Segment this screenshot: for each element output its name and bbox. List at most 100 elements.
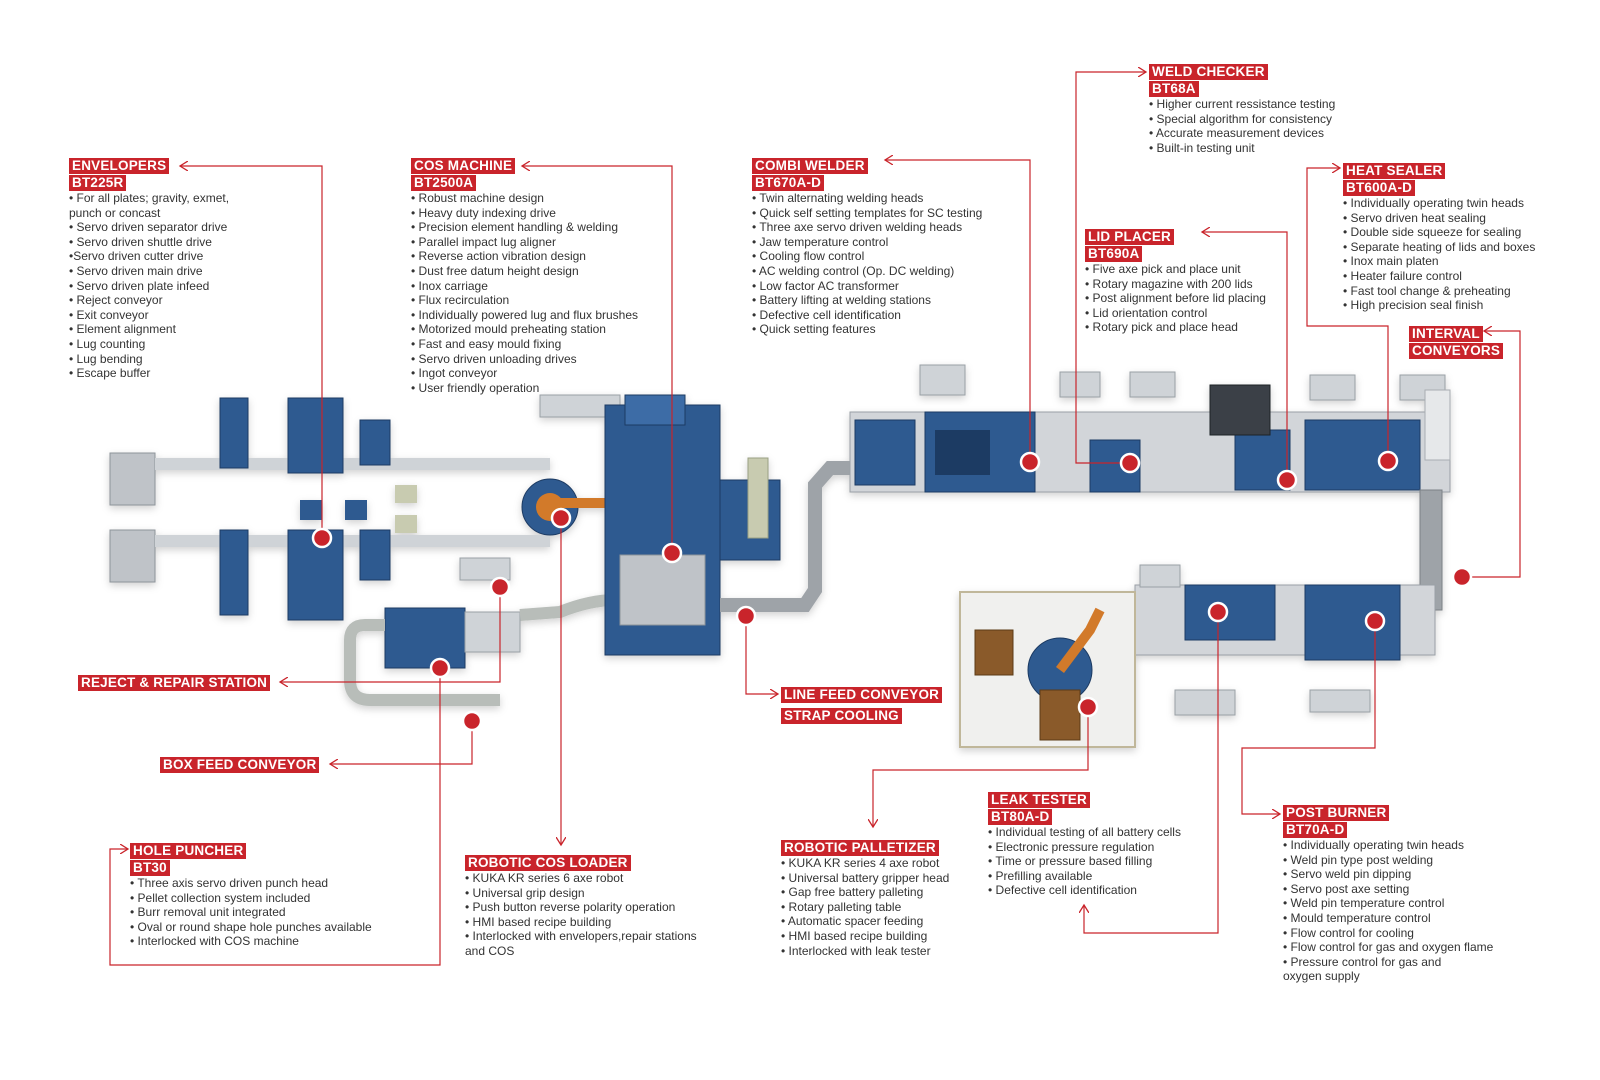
machine-layout xyxy=(109,364,1451,748)
feature: • Oval or round shape hole punches avail… xyxy=(130,919,372,934)
feature: • KUKA KR series 4 axe robot xyxy=(781,856,940,870)
feature: • Quick self setting templates for SC te… xyxy=(752,205,983,220)
station-name: HEAT SEALER xyxy=(1343,163,1446,179)
station-robotic-palletizer: ROBOTIC PALLETIZER • KUKA KR series 4 ax… xyxy=(781,839,949,958)
feature-list: • KUKA KR series 4 axe robot • Universal… xyxy=(781,856,949,958)
feature: • Weld pin temperature control xyxy=(1283,896,1445,911)
feature: • Accurate measurement devices xyxy=(1149,126,1324,141)
feature: • Fast tool change & preheating xyxy=(1343,283,1511,298)
leader-heat-sealer xyxy=(1306,168,1389,451)
leader-box-feed xyxy=(330,721,473,764)
feature: • Element alignment xyxy=(69,322,176,337)
feature: • Rotary pick and place head xyxy=(1085,320,1238,335)
station-model: BT600A-D xyxy=(1343,180,1416,196)
station-weld-checker: WELD CHECKER BT68A • Higher current ress… xyxy=(1149,63,1335,155)
station-cos-machine: COS MACHINE BT2500A • Robust machine des… xyxy=(411,157,638,395)
feature: •Servo driven cutter drive xyxy=(69,249,204,264)
marker-envelopers xyxy=(311,527,333,549)
feature: • Robust machine design xyxy=(411,191,544,205)
feature: • Lid orientation control xyxy=(1085,305,1208,320)
leader-combi-welder xyxy=(885,160,1031,462)
feature: • Mould temperature control xyxy=(1283,910,1431,925)
feature: • Individual testing of all battery cell… xyxy=(988,825,1181,839)
feature: • Servo driven plate infeed xyxy=(69,278,210,293)
leader-reject-repair xyxy=(280,587,501,682)
reject-repair-machine xyxy=(384,557,521,669)
feature: • Battery lifting at welding stations xyxy=(752,293,931,308)
station-reject-repair: REJECT & REPAIR STATION xyxy=(78,674,271,691)
feature-list: • Five axe pick and place unit • Rotary … xyxy=(1085,262,1266,335)
robotic-palletizer-machine xyxy=(959,591,1136,748)
feature: • Escape buffer xyxy=(69,366,151,381)
leader-hole-puncher xyxy=(109,668,441,966)
marker-post-burner xyxy=(1364,610,1386,632)
feature: • HMI based recipe building xyxy=(781,928,928,943)
station-name: INTERVAL xyxy=(1409,326,1483,342)
lower-assembly-line xyxy=(1134,564,1436,716)
feature: • Interlocked with envelopers,repair sta… xyxy=(465,929,697,944)
feature: • Push button reverse polarity operation xyxy=(465,900,676,915)
feature-list: • Twin alternating welding heads • Quick… xyxy=(752,191,982,337)
feature: • Jaw temperature control xyxy=(752,234,889,249)
station-leak-tester: LEAK TESTER BT80A-D • Individual testing… xyxy=(988,791,1181,898)
feature: • Rotary magazine with 200 lids xyxy=(1085,276,1253,291)
feature: • Servo weld pin dipping xyxy=(1283,867,1412,882)
feature: • Individually powered lug and flux brus… xyxy=(411,307,639,322)
feature: • Flux recirculation xyxy=(411,293,510,308)
station-model: BT2500A xyxy=(411,175,477,191)
station-model: BT70A-D xyxy=(1283,822,1348,838)
station-model: BT30 xyxy=(130,860,170,876)
station-name: ROBOTIC COS LOADER xyxy=(465,855,631,871)
leader-envelopers xyxy=(180,166,323,533)
feature: • Pellet collection system included xyxy=(130,890,311,905)
feature: • Automatic spacer feeding xyxy=(781,914,924,929)
feature: • Servo post axe setting xyxy=(1283,881,1410,896)
feature: • User friendly operation xyxy=(411,380,540,395)
feature: • Reject conveyor xyxy=(69,293,163,308)
feature: • Burr removal unit integrated xyxy=(130,905,286,920)
feature: • Electronic pressure regulation xyxy=(988,839,1155,854)
feature: • Double side squeeze for sealing xyxy=(1343,225,1522,240)
station-interval-conveyors: INTERVAL CONVEYORS xyxy=(1409,325,1504,359)
feature: and COS xyxy=(465,943,515,958)
station-model: BT690A xyxy=(1085,246,1143,262)
feature: • Time or pressure based filling xyxy=(988,854,1153,869)
feature: oxygen supply xyxy=(1283,969,1360,984)
station-name: WELD CHECKER xyxy=(1149,64,1268,80)
feature: • Lug counting xyxy=(69,336,146,351)
marker-robotic-palletizer xyxy=(1077,696,1099,718)
feature: • Inox carriage xyxy=(411,278,488,293)
marker-weld-checker xyxy=(1119,452,1141,474)
feature: • Five axe pick and place unit xyxy=(1085,262,1241,276)
feature-list: • Three axis servo driven punch head • P… xyxy=(130,876,372,949)
marker-robotic-cos-loader xyxy=(550,507,572,529)
feature: • Inox main platen xyxy=(1343,254,1439,269)
feature: • Dust free datum height design xyxy=(411,263,579,278)
feature: • Separate heating of lids and boxes xyxy=(1343,239,1536,254)
feature: • Servo driven heat sealing xyxy=(1343,210,1486,225)
feature: • Universal grip design xyxy=(465,885,585,900)
cos-machine-body xyxy=(604,394,781,656)
station-name: LID PLACER xyxy=(1085,229,1174,245)
feature: • Defective cell identification xyxy=(988,883,1137,898)
feature: • Three axis servo driven punch head xyxy=(130,876,329,890)
station-model: BT80A-D xyxy=(988,809,1053,825)
leader-weld-checker xyxy=(1075,72,1146,464)
feature: • Interlocked with COS machine xyxy=(130,934,299,949)
feature-list: • Higher current ressistance testing • S… xyxy=(1149,97,1335,155)
feature: • Quick setting features xyxy=(752,322,876,337)
feature: • Heater failure control xyxy=(1343,268,1462,283)
station-name: LEAK TESTER xyxy=(988,792,1090,808)
feature: • Heavy duty indexing drive xyxy=(411,205,556,220)
feature: • High precision seal finish xyxy=(1343,298,1484,313)
marker-combi-welder xyxy=(1019,451,1041,473)
feature: • Prefilling available xyxy=(988,868,1093,883)
leader-interval-conveyors xyxy=(1462,331,1521,578)
station-hole-puncher: HOLE PUNCHER BT30 • Three axis servo dri… xyxy=(130,842,372,949)
feature: • Motorized mould preheating station xyxy=(411,322,606,337)
feature: • Flow control for gas and oxygen flame xyxy=(1283,940,1494,955)
station-heat-sealer: HEAT SEALER BT600A-D • Individually oper… xyxy=(1343,162,1535,313)
station-name: COMBI WELDER xyxy=(752,158,868,174)
feature: • Parallel impact lug aligner xyxy=(411,234,556,249)
leader-lines xyxy=(109,72,1521,966)
